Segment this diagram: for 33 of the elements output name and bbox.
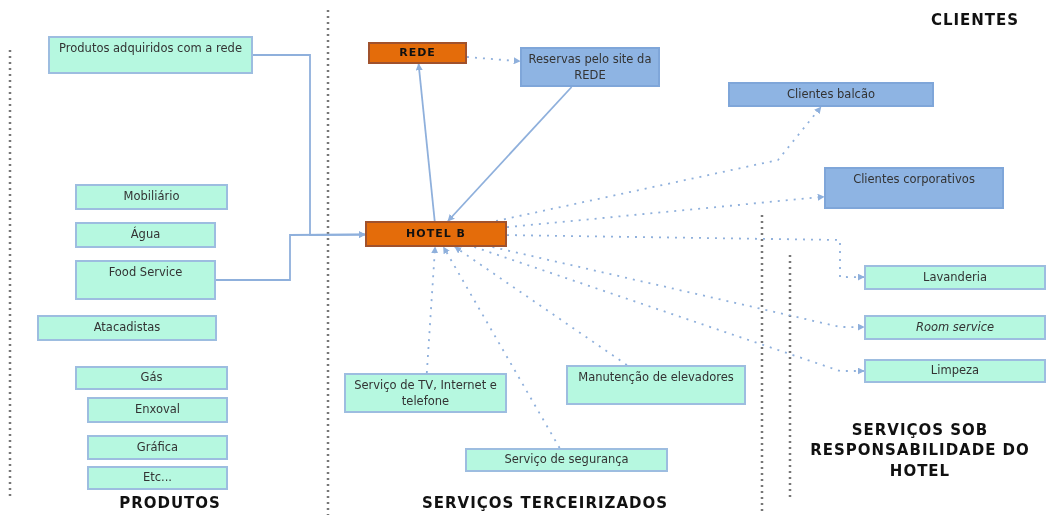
section-heading: CLIENTES: [929, 10, 1021, 31]
organization-box: REDE: [368, 42, 467, 64]
supplier-box: Lavanderia: [864, 265, 1046, 290]
section-heading: SERVIÇOS SOB RESPONSABILIDADE DO HOTEL: [809, 420, 1031, 481]
supplier-box: Manutenção de elevadores: [566, 365, 746, 405]
supplier-box: Produtos adquiridos com a rede: [48, 36, 253, 74]
supplier-box: Room service: [864, 315, 1046, 340]
dashed-arrow: [473, 246, 865, 375]
client-box: Reservas pelo site da REDE: [520, 47, 660, 87]
section-heading: SERVIÇOS TERCEIRIZADOS: [420, 493, 670, 514]
arrow: [215, 231, 366, 281]
supplier-box: Serviço de segurança: [465, 448, 668, 472]
dashed-arrow: [454, 246, 628, 366]
dashed-arrow: [491, 246, 865, 331]
supplier-box: Food Service: [75, 260, 216, 300]
supplier-box: Gráfica: [87, 435, 228, 460]
client-box: Clientes balcão: [728, 82, 934, 107]
section-heading: PRODUTOS: [118, 493, 222, 514]
supplier-box: Limpeza: [864, 359, 1046, 383]
arrow: [447, 86, 573, 222]
supplier-box: Etc...: [87, 466, 228, 490]
supplier-box: Gás: [75, 366, 228, 390]
organization-box: HOTEL B: [365, 221, 507, 247]
supplier-box: Atacadistas: [37, 315, 217, 341]
supplier-box: Água: [75, 222, 216, 248]
dashed-arrow: [425, 246, 439, 374]
dashed-arrow: [495, 106, 822, 222]
arrow: [415, 63, 436, 222]
supplier-box: Mobiliário: [75, 184, 228, 210]
supplier-box: Enxoval: [87, 397, 228, 423]
dashed-arrow: [442, 246, 561, 449]
supplier-box: Serviço de TV, Internet e telefone: [344, 373, 507, 413]
client-box: Clientes corporativos: [824, 167, 1004, 209]
